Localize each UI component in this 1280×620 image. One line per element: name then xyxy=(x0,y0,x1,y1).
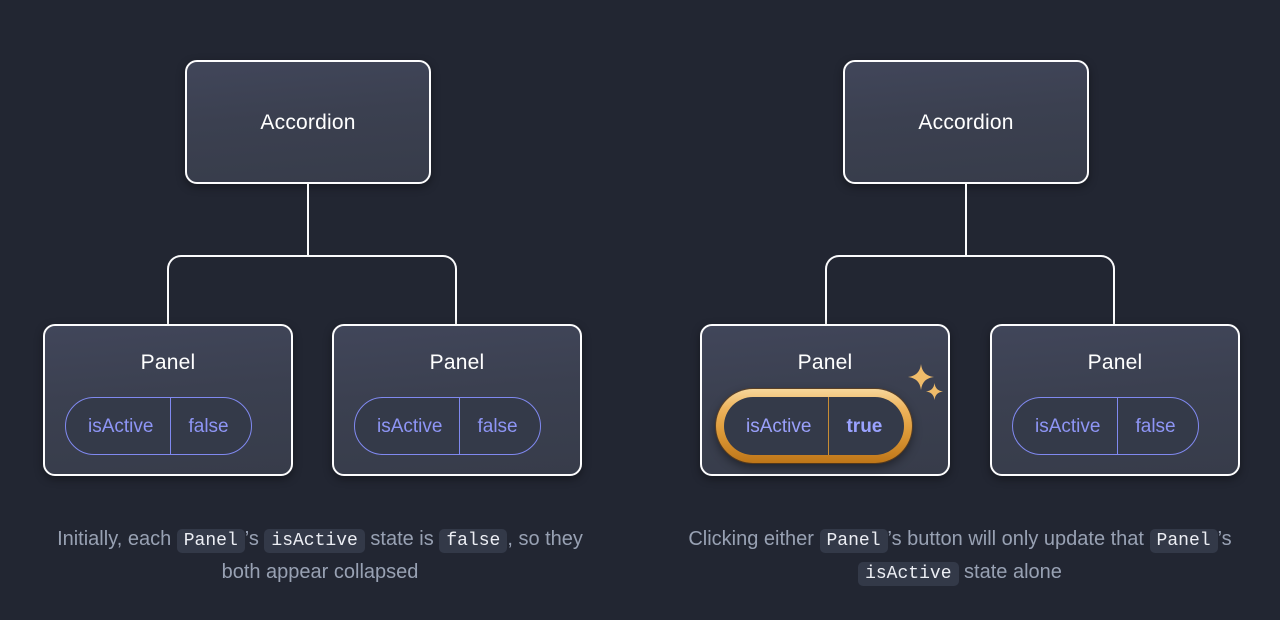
diagram-clicked-state: Accordion Panel isActive true xyxy=(640,0,1280,620)
panel-node[interactable]: Panel isActive false xyxy=(43,324,293,476)
inline-code-chip: Panel xyxy=(819,529,888,553)
state-pill[interactable]: isActive false xyxy=(65,397,252,455)
connector-root-stem xyxy=(307,183,309,257)
inline-code-chip: Panel xyxy=(176,529,245,553)
accordion-node-label: Accordion xyxy=(260,110,356,134)
inline-code-chip: false xyxy=(439,529,508,553)
panel-node[interactable]: Panel isActive false xyxy=(990,324,1240,476)
inline-code-chip: isActive xyxy=(858,562,959,586)
connector-drop-right xyxy=(1113,269,1115,325)
accordion-node-label: Accordion xyxy=(918,110,1014,134)
connector-bus xyxy=(825,255,1115,271)
state-key: isActive xyxy=(377,415,443,437)
sparkle-large-icon xyxy=(908,364,934,390)
state-value: false xyxy=(1117,398,1197,454)
state-key: isActive xyxy=(746,415,812,437)
panel-node[interactable]: Panel isActive false xyxy=(332,324,582,476)
accordion-node[interactable]: Accordion xyxy=(843,60,1089,184)
diagram-initial-state: Accordion Panel isActive false Panel isA… xyxy=(43,60,583,583)
connector-bus xyxy=(167,255,457,271)
panel-node-label: Panel xyxy=(140,351,196,374)
sparkle-small-icon xyxy=(926,383,943,400)
state-pill[interactable]: isActive false xyxy=(354,397,541,455)
panel-node-label: Panel xyxy=(797,351,853,374)
state-value: true xyxy=(828,397,904,455)
connector-drop-left xyxy=(167,269,169,325)
panel-node-label: Panel xyxy=(429,351,485,374)
inline-code-chip: Panel xyxy=(1149,529,1218,553)
panel-node-label: Panel xyxy=(1087,351,1143,374)
accordion-node[interactable]: Accordion xyxy=(185,60,431,184)
caption: Initially, each Panel’s isActive state i… xyxy=(57,528,583,583)
connector-drop-left xyxy=(825,269,827,325)
state-value: false xyxy=(459,398,539,454)
caption: Clicking either Panel’s button will only… xyxy=(688,528,1232,586)
connector-drop-right xyxy=(455,269,457,325)
state-pill-highlighted[interactable]: isActive true xyxy=(716,389,912,463)
state-key: isActive xyxy=(88,415,154,437)
state-key: isActive xyxy=(1035,415,1101,437)
connector-root-stem xyxy=(965,183,967,257)
panel-node-active[interactable]: Panel isActive true xyxy=(700,324,950,476)
inline-code-chip: isActive xyxy=(264,529,365,553)
state-pill[interactable]: isActive false xyxy=(1012,397,1199,455)
state-value: false xyxy=(170,398,250,454)
